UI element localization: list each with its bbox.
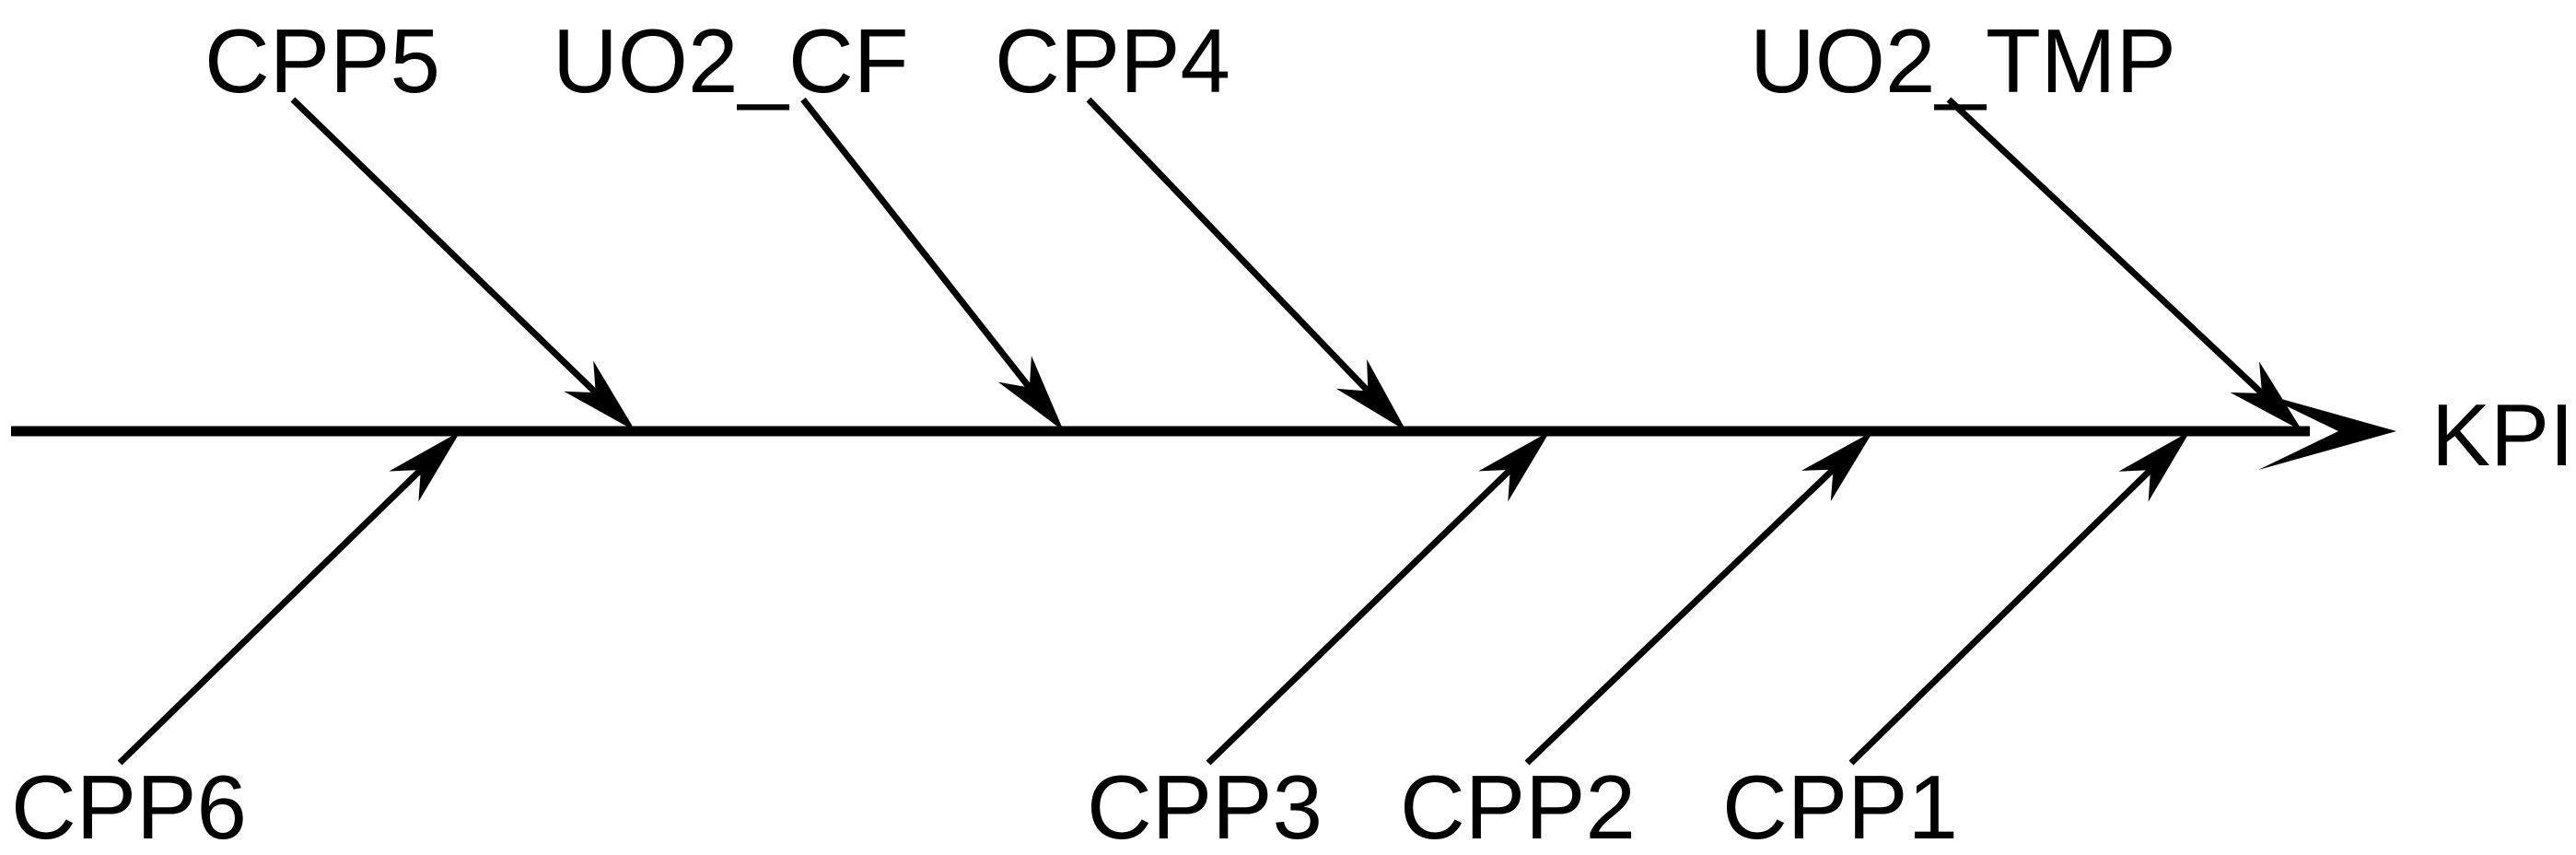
cause-label-cpp3: CPP3 bbox=[1087, 756, 1323, 855]
cause-branch-cpp6: CPP6 bbox=[11, 431, 460, 855]
cause-arrow-head bbox=[1478, 431, 1550, 502]
cause-leader-line bbox=[1206, 459, 1521, 766]
cause-leader-line bbox=[1086, 97, 1379, 403]
cause-branch-uo2-tmp: UO2_TMP bbox=[1750, 10, 2302, 431]
cause-branch-cpp4: CPP4 bbox=[995, 10, 1406, 431]
cause-arrow-head bbox=[2118, 431, 2190, 502]
cause-branch-cpp3: CPP3 bbox=[1087, 431, 1550, 855]
effect-label-kpi: KPI bbox=[2431, 386, 2574, 485]
cause-label-cpp4: CPP4 bbox=[995, 10, 1230, 111]
cause-label-cpp6: CPP6 bbox=[11, 756, 247, 855]
cause-label-cpp5: CPP5 bbox=[204, 10, 440, 111]
cause-arrow-head bbox=[1801, 431, 1873, 502]
cause-leader-line bbox=[117, 459, 432, 766]
cause-label-uo2-tmp: UO2_TMP bbox=[1750, 10, 2176, 111]
cause-arrow-head bbox=[2230, 361, 2302, 431]
cause-arrow-head bbox=[1335, 358, 1406, 431]
cause-arrow-head bbox=[564, 360, 635, 431]
cause-branches-layer: CPP5 UO2_CF CPP4 UO2_TMP CPP6 CPP3 CPP2 CPP1 bbox=[11, 10, 2302, 855]
cause-leader-line bbox=[1946, 97, 2273, 404]
cause-label-uo2-cf: UO2_CF bbox=[553, 10, 909, 111]
cause-label-cpp2: CPP2 bbox=[1400, 756, 1636, 855]
cause-arrow-head bbox=[997, 356, 1064, 431]
cause-leader-line bbox=[1524, 459, 1845, 766]
cause-leader-line bbox=[800, 97, 1040, 399]
cause-arrow-head bbox=[389, 431, 460, 502]
cause-branch-uo2-cf: UO2_CF bbox=[553, 10, 1064, 431]
spine-arrow-head bbox=[2258, 392, 2396, 470]
cause-label-cpp1: CPP1 bbox=[1722, 756, 1958, 855]
cause-leader-line bbox=[290, 97, 607, 404]
cause-leader-line bbox=[1848, 459, 2162, 766]
cause-branch-cpp1: CPP1 bbox=[1722, 431, 2190, 855]
cause-branch-cpp2: CPP2 bbox=[1400, 431, 1873, 855]
cause-branch-cpp5: CPP5 bbox=[204, 10, 635, 431]
